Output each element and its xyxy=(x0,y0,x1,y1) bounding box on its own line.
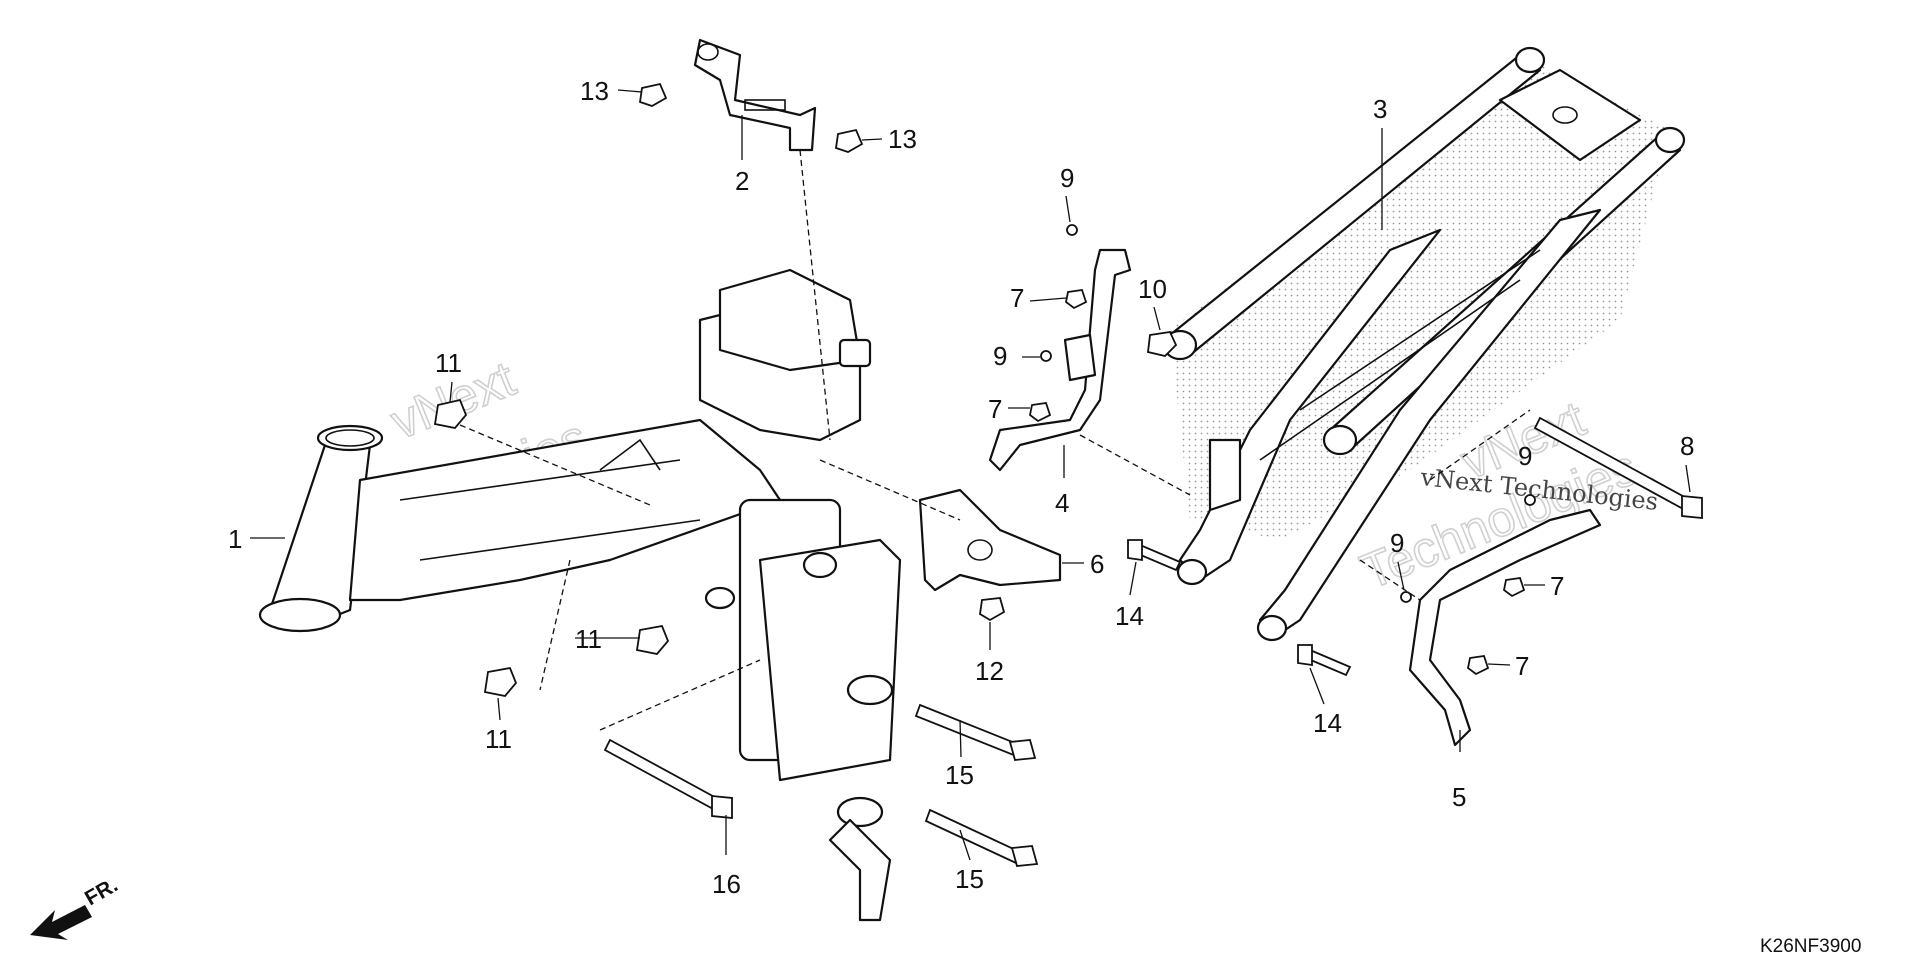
nut-10 xyxy=(1147,331,1178,357)
bolt-16 xyxy=(603,738,733,819)
callout-15b: 15 xyxy=(955,864,984,894)
front-label: FR. xyxy=(81,873,122,910)
rear-frame xyxy=(1162,46,1686,642)
callout-8: 8 xyxy=(1680,431,1694,461)
callout-9b: 9 xyxy=(993,341,1007,371)
bolt-13b xyxy=(835,128,864,153)
bolt-14b xyxy=(1297,644,1352,677)
callout-10: 10 xyxy=(1138,274,1167,304)
front-direction-arrow: FR. xyxy=(30,873,122,940)
callout-5: 5 xyxy=(1452,782,1466,812)
callout-1: 1 xyxy=(228,524,242,554)
bolt-7c xyxy=(1503,577,1526,598)
bolt-8 xyxy=(1533,416,1703,519)
bolt-13a xyxy=(639,82,668,107)
callout-labels: 1 2 3 4 5 6 7 7 7 7 8 9 9 9 9 10 11 11 1… xyxy=(228,76,1694,899)
callout-15a: 15 xyxy=(945,760,974,790)
screw-9c xyxy=(1524,494,1536,506)
callout-2: 2 xyxy=(735,166,749,196)
bolt-7d xyxy=(1467,655,1490,676)
callout-6: 6 xyxy=(1090,549,1104,579)
bolt-7b xyxy=(1029,402,1052,423)
alignment-lines xyxy=(459,149,1531,731)
callout-3: 3 xyxy=(1373,94,1387,124)
bolts xyxy=(433,82,1703,867)
callout-9d: 9 xyxy=(1390,528,1404,558)
main-frame xyxy=(258,268,902,922)
leader-lines xyxy=(250,89,1691,861)
nut-11a xyxy=(433,398,468,429)
callout-7a: 7 xyxy=(1010,283,1024,313)
callout-12: 12 xyxy=(975,656,1004,686)
bolt-14a xyxy=(1127,539,1182,572)
diagram-code: K26NF3900 xyxy=(1760,936,1861,957)
callout-11b: 11 xyxy=(575,624,602,654)
callout-7d: 7 xyxy=(1515,651,1529,681)
callout-4: 4 xyxy=(1055,488,1069,518)
screw-9d xyxy=(1400,591,1412,603)
callout-9a: 9 xyxy=(1060,163,1074,193)
callout-13a: 13 xyxy=(580,76,609,106)
callout-14a: 14 xyxy=(1115,601,1144,631)
callout-13b: 13 xyxy=(888,124,917,154)
upper-bracket xyxy=(693,38,817,152)
callout-11c: 11 xyxy=(485,724,512,754)
plate-6 xyxy=(918,488,1062,592)
screw-9b xyxy=(1040,350,1052,362)
bolt-15a xyxy=(914,703,1037,761)
callout-9c: 9 xyxy=(1518,441,1532,471)
bracket-4 xyxy=(988,248,1132,472)
screw-9a xyxy=(1066,224,1078,236)
bracket-5 xyxy=(1408,508,1602,747)
callout-14b: 14 xyxy=(1313,708,1342,738)
callout-11a: 11 xyxy=(435,348,462,378)
nut-11c xyxy=(483,666,518,697)
callout-7b: 7 xyxy=(988,394,1002,424)
nut-11b xyxy=(635,624,670,655)
bolt-7a xyxy=(1065,289,1088,310)
bolt-15b xyxy=(924,808,1039,867)
callout-7c: 7 xyxy=(1550,571,1564,601)
callout-16: 16 xyxy=(712,869,741,899)
bolt-12 xyxy=(979,597,1006,622)
